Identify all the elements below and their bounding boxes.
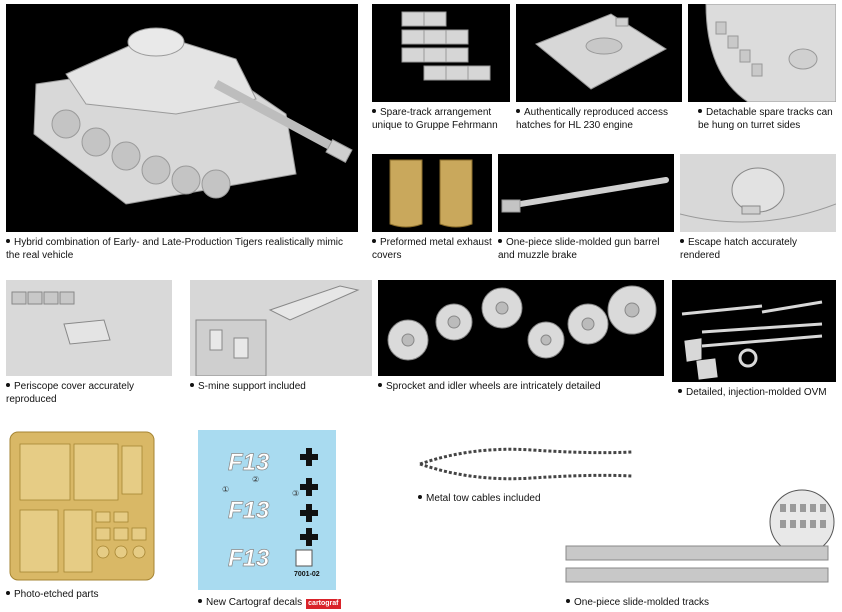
tank-image (6, 4, 358, 232)
decal-sheet: F13 F13 F13 ① ② ③ 7001-02 (198, 430, 336, 590)
decal-marking-1: F13 (228, 449, 270, 476)
decal-number-2: ② (252, 475, 259, 484)
ovm-image (672, 280, 836, 382)
bullet-icon (6, 239, 10, 244)
caption-periscope: Periscope cover accurately reproduced (6, 381, 135, 405)
decal-marking-3: F13 (228, 545, 270, 572)
caption-ovm: Detailed, injection-molded OVM (678, 386, 836, 399)
caption-escape-hatch: Escape hatch accurately rendered (680, 237, 797, 261)
caption-tow-cables: Metal tow cables included (418, 492, 618, 505)
caption-exhaust: Preformed metal exhaust covers (372, 237, 492, 261)
bullet-icon (6, 383, 10, 388)
bullet-icon (418, 495, 422, 500)
bullet-icon (372, 239, 376, 244)
caption-detachable-tracks: Detachable spare tracks can be hung on t… (698, 107, 833, 131)
caption-tracks: One-piece slide-molded tracks (566, 596, 766, 609)
bullet-icon (516, 109, 520, 114)
decal-number-3: ③ (292, 489, 299, 498)
bullet-icon (678, 389, 682, 394)
caption-smine: S-mine support included (190, 380, 372, 393)
caption-spare-track: Spare-track arrangement unique to Gruppe… (372, 107, 498, 131)
caption-sprocket: Sprocket and idler wheels are intricatel… (378, 380, 664, 393)
bullet-icon (190, 383, 194, 388)
bullet-icon (680, 239, 684, 244)
tow-cable-image (412, 440, 638, 488)
hatches-image (516, 4, 682, 102)
smine-image (190, 280, 372, 376)
bullet-icon (378, 383, 382, 388)
bullet-icon (372, 109, 376, 114)
caption-photo-etched: Photo-etched parts (6, 588, 158, 601)
decal-marking-2: F13 (228, 497, 270, 524)
bullet-icon (198, 599, 202, 604)
caption-tank: Hybrid combination of Early- and Late-Pr… (6, 237, 344, 261)
bullet-icon (566, 599, 570, 604)
decal-emblem (295, 549, 313, 567)
tracks-image (560, 486, 836, 592)
gun-barrel-image (498, 154, 674, 232)
photo-etched-image (6, 428, 158, 584)
periscope-image (6, 280, 172, 376)
decal-number-1: ① (222, 485, 229, 494)
caption-gun-barrel: One-piece slide-molded gun barrel and mu… (498, 237, 660, 261)
cartograf-logo: cartograf (306, 599, 341, 609)
caption-hatches: Authentically reproduced access hatches … (516, 107, 668, 131)
bullet-icon (698, 109, 702, 114)
detachable-tracks-image (688, 4, 836, 102)
decal-code: 7001-02 (294, 571, 320, 578)
balkenkreuz-icons (300, 448, 318, 546)
bullet-icon (498, 239, 502, 244)
sprocket-image (378, 280, 664, 376)
exhaust-image (372, 154, 492, 232)
spare-track-image (372, 4, 510, 102)
escape-hatch-image (680, 154, 836, 232)
bullet-icon (6, 591, 10, 596)
